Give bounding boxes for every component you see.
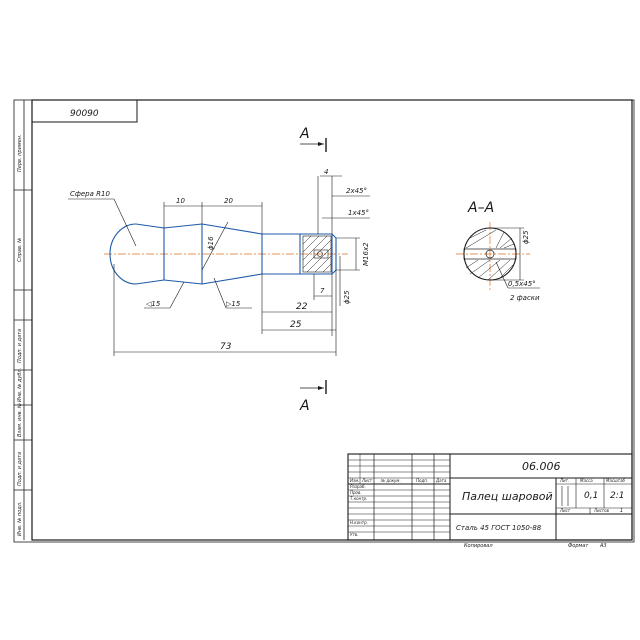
- scale-value: 2:1: [610, 491, 624, 501]
- side-label-2: Справ. №: [17, 238, 23, 262]
- format-value: А3: [599, 543, 607, 549]
- row-razrab: Разраб.: [350, 484, 366, 489]
- section-dia-text: ϕ25: [522, 230, 530, 244]
- sheet-label: Лист: [559, 508, 571, 513]
- dim-73: 73: [113, 264, 336, 356]
- sheets-count: 1: [620, 508, 623, 514]
- section-chamfer-note: 2 фаски: [510, 294, 540, 302]
- outer-frame: [13, 99, 635, 543]
- ball-pin-outline: [109, 223, 337, 285]
- cut-label-top: A: [299, 126, 310, 142]
- row-tkontr: Т.контр.: [350, 496, 367, 501]
- cut-label-bottom: A: [299, 398, 310, 414]
- row-nkontr: Н.контр.: [350, 520, 368, 525]
- code-box: 90090: [31, 99, 138, 123]
- taper-right-text: ▷15: [226, 300, 241, 308]
- dim-10-text: 10: [176, 197, 185, 205]
- dim-22: 22: [261, 274, 333, 336]
- taper-left-text: ◁15: [146, 300, 161, 308]
- dim-22-text: 22: [296, 302, 308, 312]
- code-box-text: 90090: [70, 109, 99, 119]
- dim-dia16-text: ϕ16: [207, 236, 215, 250]
- dim-thread: М16х2: [336, 237, 370, 271]
- dim-dia25-text: ϕ25: [343, 290, 351, 304]
- section-chamfer-text: 0,5x45°: [508, 280, 536, 288]
- lit-header: Лит.: [559, 478, 569, 483]
- sphere-label: Сфера R10: [70, 190, 110, 198]
- mass-header: Масса: [580, 478, 593, 483]
- col-list: Лист: [361, 478, 373, 483]
- dim-7: 7: [313, 274, 332, 300]
- dim-chamfers: 4 2x45° 1x45°: [317, 168, 370, 234]
- dim-2x45-text: 2x45°: [346, 187, 367, 195]
- col-izm: Изм.: [350, 478, 359, 483]
- mass-value: 0,1: [584, 491, 598, 501]
- side-strip: Перв. примен. Справ. № Подп. и дата Инв.…: [14, 100, 32, 540]
- dim-25: 25: [262, 270, 337, 356]
- row-utv: Утв.: [350, 532, 358, 537]
- material: Сталь 45 ГОСТ 1050-88: [456, 524, 542, 532]
- taper-left: ◁15: [144, 281, 185, 309]
- col-doc: № докум.: [380, 478, 401, 483]
- dim-dia25-main: ϕ25: [339, 256, 351, 306]
- dim-73-text: 73: [220, 342, 232, 352]
- side-label-4: Инв. № дубл.: [17, 368, 23, 402]
- format-label: Формат: [568, 543, 589, 549]
- side-label-1: Перв. примен.: [17, 134, 23, 172]
- taper-right: ▷15: [213, 277, 252, 309]
- doc-code: 06.006: [522, 460, 561, 473]
- dim-4-text: 4: [324, 168, 328, 176]
- dim-7-text: 7: [320, 287, 325, 295]
- section-aa: А–А ϕ25 0,5x45° 2 фаски: [456, 200, 540, 302]
- dim-20-text: 20: [224, 197, 233, 205]
- dim-dia16: ϕ16: [201, 221, 229, 271]
- dim-20: 20: [201, 197, 263, 234]
- side-label-6: Подп. и дата: [17, 452, 23, 486]
- cut-plane-top: A: [299, 126, 327, 152]
- col-date: Дата: [435, 478, 447, 483]
- dim-10: 10: [163, 197, 202, 228]
- scale-header: Масштаб: [606, 478, 626, 483]
- cut-plane-bottom: A: [299, 380, 327, 414]
- dim-25-text: 25: [290, 320, 302, 330]
- row-prov: Пров.: [350, 490, 362, 495]
- dim-1x45-text: 1x45°: [348, 209, 369, 217]
- sheets-label: Листов: [593, 508, 610, 513]
- title-block: Изм. Лист № докум. Подп. Дата Разраб. Пр…: [347, 453, 633, 541]
- partial-section-hatch: [302, 235, 332, 273]
- part-name: Палец шаровой: [462, 490, 553, 503]
- side-label-5: Взам. инв. №: [17, 403, 23, 437]
- col-sign: Подп.: [416, 478, 428, 483]
- side-label-3: Подп. и дата: [17, 329, 23, 363]
- dim-thread-text: М16х2: [362, 242, 370, 266]
- kopiroval-label: Копировал: [464, 543, 493, 549]
- section-title: А–А: [467, 200, 494, 216]
- sphere-callout: Сфера R10: [68, 190, 137, 247]
- side-label-7: Инв. № подл.: [17, 502, 23, 537]
